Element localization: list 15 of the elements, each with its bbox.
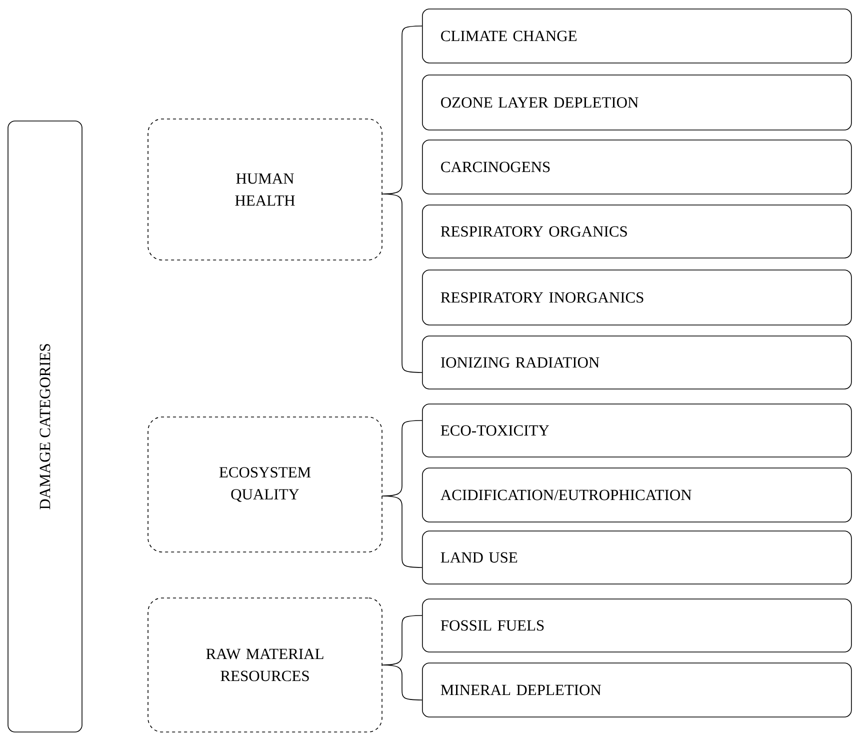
group-box: ECOSYSTEM QUALITY — [148, 416, 382, 552]
impact-box: FOSSIL FUELS — [422, 598, 852, 652]
impact-box: MINERAL DEPLETION — [422, 662, 852, 718]
impact-box: CLIMATE CHANGE — [422, 8, 852, 64]
impact-box: LAND USE — [422, 530, 852, 584]
impact-box: ECO-TOXICITY — [422, 404, 852, 458]
group-box: RAW MATERIAL RESOURCES — [148, 598, 382, 732]
impact-box: OZONE LAYER DEPLETION — [422, 74, 852, 130]
impact-box: IONIZING RADIATION — [422, 336, 852, 390]
group-box: HUMAN HEALTH — [148, 118, 382, 260]
impact-box: ACIDIFICATION/EUTROPHICATION — [422, 468, 852, 522]
impact-box: CARCINOGENS — [422, 140, 852, 194]
impact-box: RESPIRATORY ORGANICS — [422, 204, 852, 258]
impact-box: RESPIRATORY INORGANICS — [422, 270, 852, 326]
category-box: DAMAGE CATEGORIES — [8, 120, 82, 732]
